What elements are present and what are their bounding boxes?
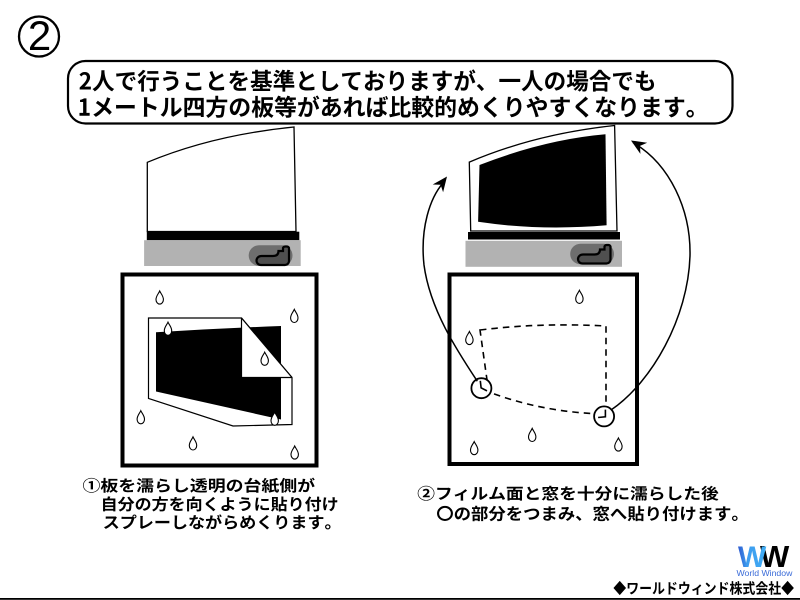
svg-text:W: W [760, 539, 790, 574]
svg-text:World Window: World Window [737, 568, 794, 578]
svg-text:W: W [738, 541, 767, 574]
svg-text:2: 2 [28, 12, 51, 59]
